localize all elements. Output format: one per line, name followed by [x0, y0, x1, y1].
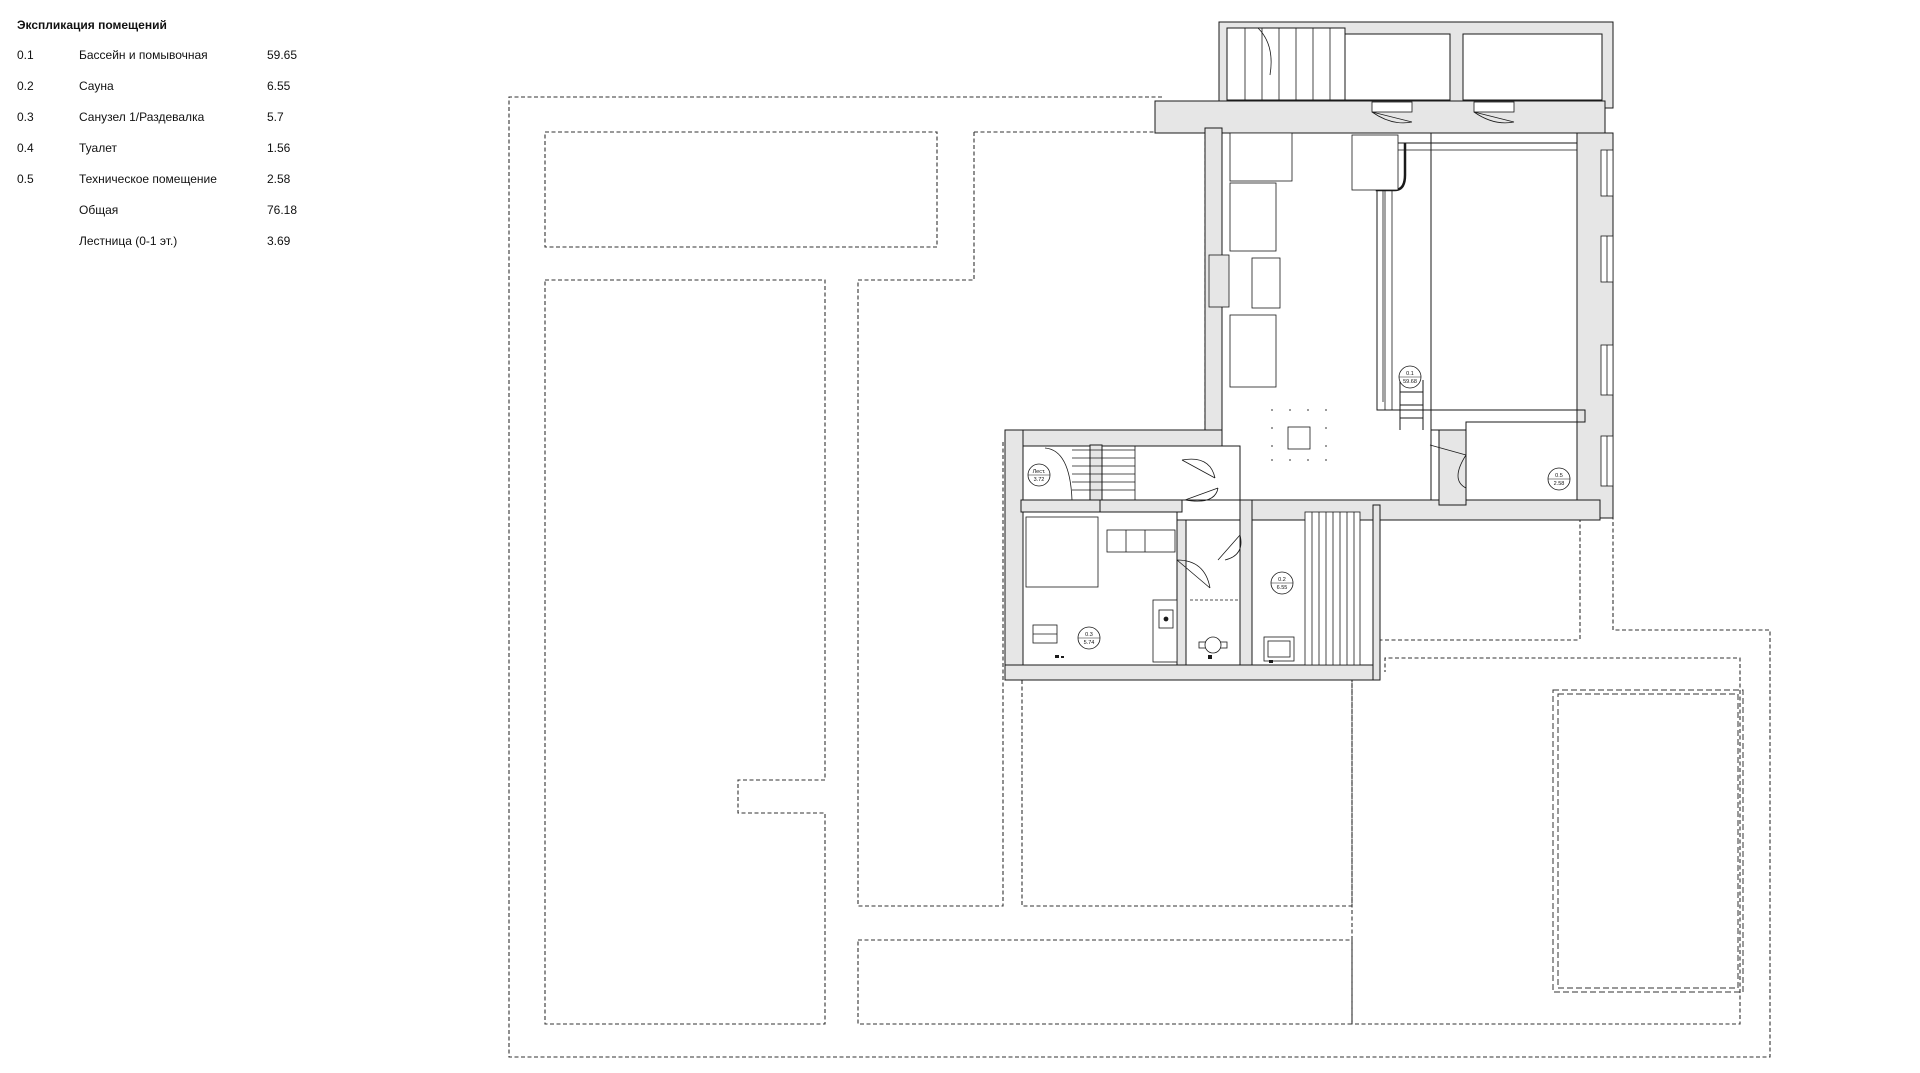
room-tag-id: 0.1	[1406, 371, 1414, 377]
room-tag-area: 3.72	[1034, 477, 1045, 483]
east-windows	[1600, 149, 1614, 487]
central-wall	[1004, 429, 1223, 447]
door-stair	[1181, 458, 1216, 479]
shower-points	[1271, 409, 1327, 461]
annex-stair-room	[1226, 27, 1346, 101]
outline-block-b	[544, 279, 826, 1025]
room-tag-area: 59.68	[1403, 379, 1417, 385]
room-tag: 0.2 6.55	[1270, 571, 1294, 595]
stair-outline-right	[1552, 689, 1744, 993]
door-room05	[1429, 444, 1467, 489]
doors	[1176, 444, 1467, 589]
room-tag-id: 0.2	[1278, 577, 1286, 583]
room-tag: 0.3 5.74	[1077, 626, 1101, 650]
north-annex	[1226, 27, 1603, 101]
outline-block-c	[974, 131, 1206, 440]
room-row: 0.1 Бассейн и помывочная 59.65	[17, 48, 297, 79]
room-tag-id: 0.5	[1555, 473, 1563, 479]
room-schedule: Экспликация помещений 0.1 Бассейн и помы…	[17, 18, 297, 265]
annex-storage-a	[1344, 33, 1451, 101]
room-tag: Лест. 3.72	[1027, 463, 1051, 487]
lobby-partition	[1089, 444, 1103, 501]
room-tag-area: 5.74	[1084, 640, 1095, 646]
outline-block-g	[1351, 657, 1741, 1025]
room-tag-area: 6.55	[1277, 585, 1288, 591]
room-area: 76.18	[267, 203, 298, 217]
door-bath	[1176, 559, 1211, 589]
stair-room-interior	[1022, 445, 1091, 501]
room-area: 3.69	[267, 234, 291, 248]
room-number: 0.4	[17, 141, 34, 155]
room-name: Туалет	[79, 141, 117, 155]
room-area: 1.56	[267, 141, 291, 155]
annex-doors	[1371, 101, 1515, 124]
door-sauna	[1217, 534, 1242, 561]
room-tag: 0.5 2.58	[1547, 467, 1571, 491]
bath-fixtures	[1025, 516, 1178, 663]
outline-block-d	[857, 132, 1004, 907]
room-name: Бассейн и помывочная	[79, 48, 208, 62]
loungers	[1208, 132, 1399, 388]
room-name: Техническое помещение	[79, 172, 217, 186]
pool-edge	[1382, 149, 1577, 402]
room-row: 0.2 Сауна 6.55	[17, 79, 290, 110]
changing-bench	[1025, 516, 1099, 588]
room-tag-area: 2.58	[1554, 481, 1565, 487]
outer-outline	[508, 96, 1771, 1058]
room-area: 59.65	[267, 48, 298, 62]
toilet-partition	[1176, 519, 1187, 666]
shower-unit	[1152, 599, 1178, 663]
sauna-west-wall	[1239, 499, 1253, 666]
pool-ladder	[1399, 380, 1424, 430]
outline-block-f	[857, 939, 1353, 1025]
room-tag-id: 0.3	[1085, 632, 1093, 638]
mid-south-wall	[1239, 499, 1601, 521]
room-area: 6.55	[267, 79, 291, 93]
interior-stair	[1044, 446, 1136, 501]
counter	[1106, 529, 1176, 553]
bath-partition	[1020, 499, 1101, 513]
hall-connector	[1101, 445, 1241, 501]
room-tag-id: Лест.	[1033, 469, 1046, 475]
room-schedule-title: Экспликация помещений	[17, 18, 167, 32]
outline-block-a	[544, 131, 938, 248]
annex-stair-treads	[1244, 27, 1331, 100]
room-row-stair: Лестница (0-1 эт.) 3.69	[17, 234, 290, 265]
room-number: 0.3	[17, 110, 34, 124]
room-area: 2.58	[267, 172, 291, 186]
room-name: Лестница (0-1 эт.)	[79, 234, 178, 248]
room-name: Общая	[79, 203, 119, 217]
pool-basin	[1376, 142, 1578, 411]
toilet-interior	[1185, 519, 1241, 666]
sauna-east-wall	[1372, 504, 1381, 681]
sauna-benches	[1263, 511, 1361, 666]
toilet-bowl	[1204, 636, 1222, 654]
room-number: 0.5	[17, 172, 34, 186]
stair-left-wall	[1004, 429, 1024, 681]
toilet-fixtures	[1190, 599, 1240, 654]
room-area: 5.7	[267, 110, 284, 124]
annex-storage-b	[1462, 33, 1603, 101]
outline-block-e	[1021, 680, 1353, 907]
room-row: 0.4 Туалет 1.56	[17, 141, 290, 172]
door-hall	[1184, 487, 1219, 502]
south-wall	[1004, 664, 1381, 681]
room-row: 0.3 Санузел 1/Раздевалка 5.7	[17, 110, 284, 141]
room-name: Санузел 1/Раздевалка	[79, 110, 205, 124]
room-number: 0.2	[17, 79, 34, 93]
room-interiors	[1022, 132, 1578, 666]
room-name: Сауна	[79, 79, 114, 93]
shower-drain	[1287, 426, 1311, 450]
plumbing-marks	[1055, 655, 1273, 663]
room-number: 0.1	[17, 48, 34, 62]
room-row-total: Общая 76.18	[17, 203, 297, 234]
room-tag: 0.1 59.68	[1398, 365, 1422, 389]
room-row: 0.5 Техническое помещение 2.58	[17, 172, 290, 203]
